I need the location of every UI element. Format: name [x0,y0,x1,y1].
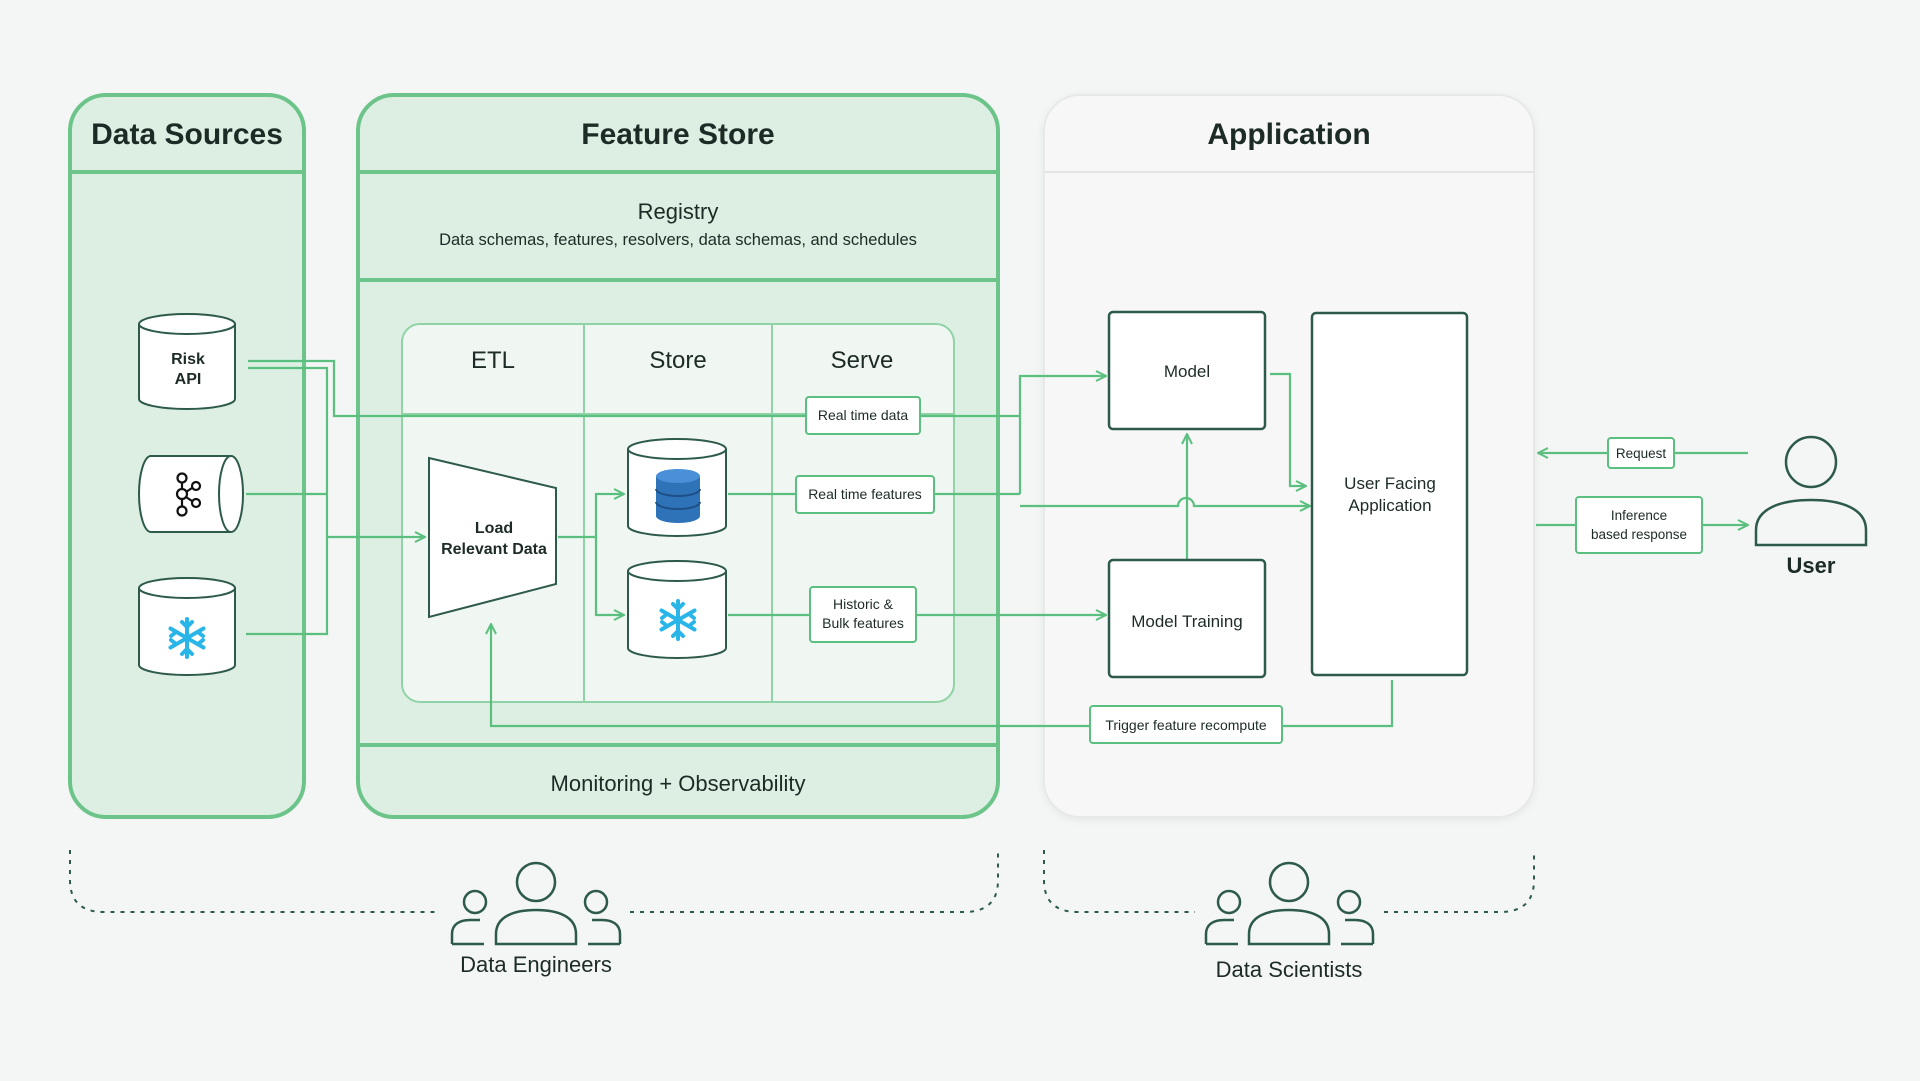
data-engineers-label: Data Engineers [460,952,612,977]
data-engineers-bracket-left [69,850,440,913]
model-to-app-arrow [1270,372,1306,486]
inference-response-tag: Inference based response [1575,496,1703,554]
user-icon [1754,435,1868,547]
risk-api-to-realtime-line [248,359,806,418]
data-scientists-bracket-left [1043,850,1195,913]
data-scientists-team: Data Scientists [1204,861,1375,982]
serve-column-header: Serve [831,347,894,374]
etl-box-label-line2: Relevant Data [441,541,547,558]
data-engineers-bracket-right [630,850,999,913]
to-model-arrow [1018,376,1106,494]
user-facing-label-line2: Application [1348,496,1431,515]
user-facing-application-box: User Facing Application [1310,311,1469,677]
historic-bulk-label-line2: Bulk features [822,615,904,631]
snowflake-icon [168,617,206,659]
snowflake-store [627,560,727,659]
trigger-recompute-label: Trigger feature recompute [1105,717,1267,733]
connectors [246,359,1748,728]
risk-api-source: Risk API [138,313,236,410]
data-engineers-team: Data Engineers [450,861,622,977]
data-scientists-label: Data Scientists [1216,957,1363,982]
inference-label-line1: Inference [1611,508,1667,523]
user-label: User [1787,553,1836,578]
historic-bulk-label-line1: Historic & [833,596,894,612]
snowflake-icon [659,599,697,641]
risk-api-label-line2: API [175,371,202,388]
real-time-features-label: Real time features [808,486,922,502]
data-scientists-bracket-right [1384,850,1535,913]
dynamodb-icon [655,469,701,523]
user-facing-label-line1: User Facing [1344,474,1436,493]
request-label: Request [1616,446,1667,461]
snowflake-source [138,577,236,676]
snowflake-source-line [246,537,329,636]
real-time-features-tag: Real time features [795,475,935,514]
store-column-header: Store [649,347,706,374]
inference-label-line2: based response [1591,527,1687,542]
recompute-arrow [491,624,1090,728]
kafka-source [138,455,244,533]
feature-store-title: Feature Store [581,118,774,151]
recompute-line-right [1282,680,1394,728]
registry-subtitle: Data schemas, features, resolvers, data … [439,231,917,249]
real-time-data-label: Real time data [818,407,908,423]
etl-to-dynamodb-arrow [558,494,624,539]
application-title: Application [1207,118,1370,151]
data-sources-title: Data Sources [91,118,283,151]
model-box: Model [1107,310,1267,431]
etl-box-label-line1: Load [475,520,513,537]
monitoring-label: Monitoring + Observability [551,771,806,796]
etl-column-header: ETL [471,347,515,374]
model-training-label: Model Training [1131,612,1243,631]
people-group-icon [450,861,622,946]
risk-api-label-line1: Risk [171,351,205,368]
team-brackets [69,850,1535,913]
model-label: Model [1164,362,1210,381]
registry-title: Registry [638,199,719,224]
user-figure: User [1754,435,1868,578]
request-tag: Request [1607,437,1675,469]
kafka-icon [175,472,202,517]
model-training-box: Model Training [1107,558,1267,679]
load-relevant-data-box: Load Relevant Data [428,456,557,619]
etl-to-snowflake-store-arrow [594,537,624,615]
real-time-data-tag: Real time data [805,396,921,435]
people-group-icon [1204,861,1375,946]
risk-api-to-etl-line [248,366,329,537]
trigger-recompute-tag: Trigger feature recompute [1089,705,1283,744]
historic-bulk-tag: Historic & Bulk features [809,586,917,643]
dynamodb-store [627,438,727,537]
